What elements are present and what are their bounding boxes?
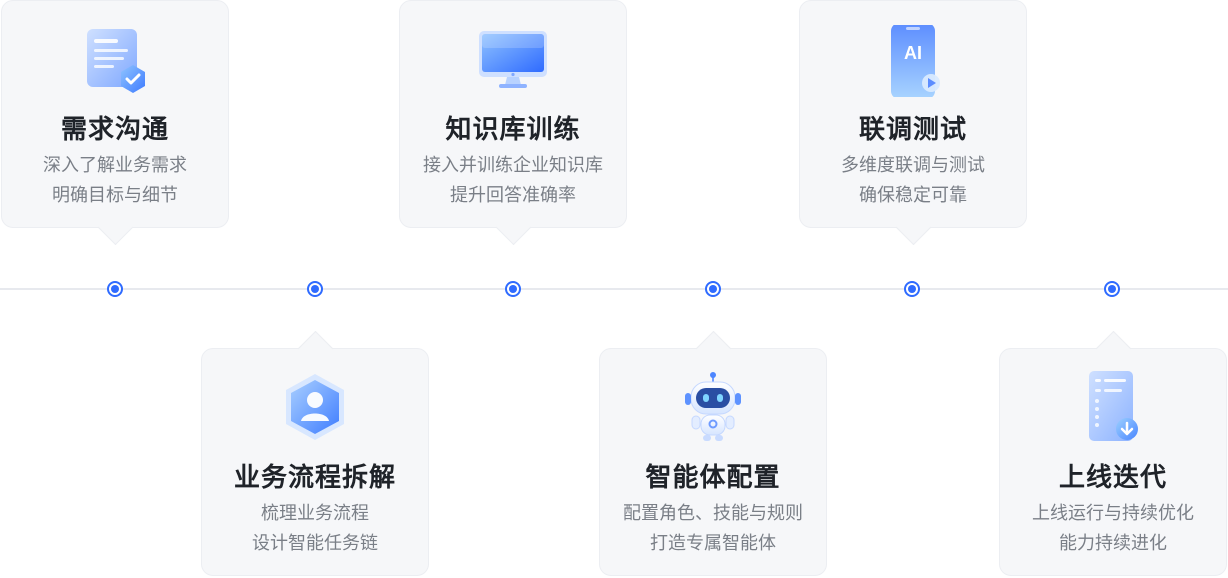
robot-icon xyxy=(677,371,749,443)
step-description: 梳理业务流程 设计智能任务链 xyxy=(202,499,428,559)
step-description: 配置角色、技能与规则 打造专属智能体 xyxy=(600,499,826,559)
step-description: 多维度联调与测试 确保稳定可靠 xyxy=(800,151,1026,211)
card-pointer xyxy=(97,209,134,246)
step-description-line: 能力持续进化 xyxy=(1059,533,1167,554)
card-pointer xyxy=(495,209,532,246)
step-title: 智能体配置 xyxy=(645,463,781,493)
step-title: 上线迭代 xyxy=(1058,463,1167,493)
step-description-line: 接入并训练企业知识库 xyxy=(423,155,603,176)
timeline-dot-3 xyxy=(505,281,521,297)
card-pointer xyxy=(297,330,334,367)
step-description: 深入了解业务需求 明确目标与细节 xyxy=(2,151,228,211)
step-description: 上线运行与持续优化 能力持续进化 xyxy=(1000,499,1226,559)
step-description-line: 梳理业务流程 xyxy=(261,503,369,524)
step-description-line: 明确目标与细节 xyxy=(52,185,178,206)
step-description-line: 深入了解业务需求 xyxy=(43,155,187,176)
user-hexagon-icon xyxy=(279,371,351,443)
card-pointer xyxy=(695,330,732,367)
ai-phone-icon: AI xyxy=(877,25,949,97)
step-card-process: 业务流程拆解 梳理业务流程 设计智能任务链 xyxy=(201,330,429,576)
step-description-line: 打造专属智能体 xyxy=(650,533,776,554)
timeline-dot-1 xyxy=(107,281,123,297)
document-download-icon xyxy=(1077,371,1149,443)
card-pointer xyxy=(1095,330,1132,367)
step-description-line: 设计智能任务链 xyxy=(252,533,378,554)
step-card-launch: 上线迭代 上线运行与持续优化 能力持续进化 xyxy=(999,330,1227,576)
step-description: 接入并训练企业知识库 提升回答准确率 xyxy=(400,151,626,211)
step-description-line: 配置角色、技能与规则 xyxy=(623,503,803,524)
step-title: 联调测试 xyxy=(858,115,967,145)
timeline-dot-4 xyxy=(705,281,721,297)
step-title: 知识库训练 xyxy=(445,115,581,145)
document-check-icon xyxy=(79,25,151,97)
timeline-dot-6 xyxy=(1104,281,1120,297)
timeline-dot-5 xyxy=(904,281,920,297)
step-card-testing: AI 联调测试 多维度联调与测试 确保稳定可靠 xyxy=(799,0,1027,246)
step-description-line: 多维度联调与测试 xyxy=(841,155,985,176)
step-card-agent-config: 智能体配置 配置角色、技能与规则 打造专属智能体 xyxy=(599,330,827,576)
step-description-line: 提升回答准确率 xyxy=(450,185,576,206)
step-card-knowledge: 知识库训练 接入并训练企业知识库 提升回答准确率 xyxy=(399,0,627,246)
step-title: 业务流程拆解 xyxy=(233,463,396,493)
step-description-line: 确保稳定可靠 xyxy=(859,185,967,206)
step-description-line: 上线运行与持续优化 xyxy=(1032,503,1194,524)
ai-label: AI xyxy=(904,43,922,63)
timeline-dot-2 xyxy=(307,281,323,297)
timeline-line xyxy=(0,288,1228,290)
step-title: 需求沟通 xyxy=(60,115,169,145)
monitor-icon xyxy=(477,25,549,97)
step-card-requirements: 需求沟通 深入了解业务需求 明确目标与细节 xyxy=(1,0,229,246)
card-pointer xyxy=(895,209,932,246)
